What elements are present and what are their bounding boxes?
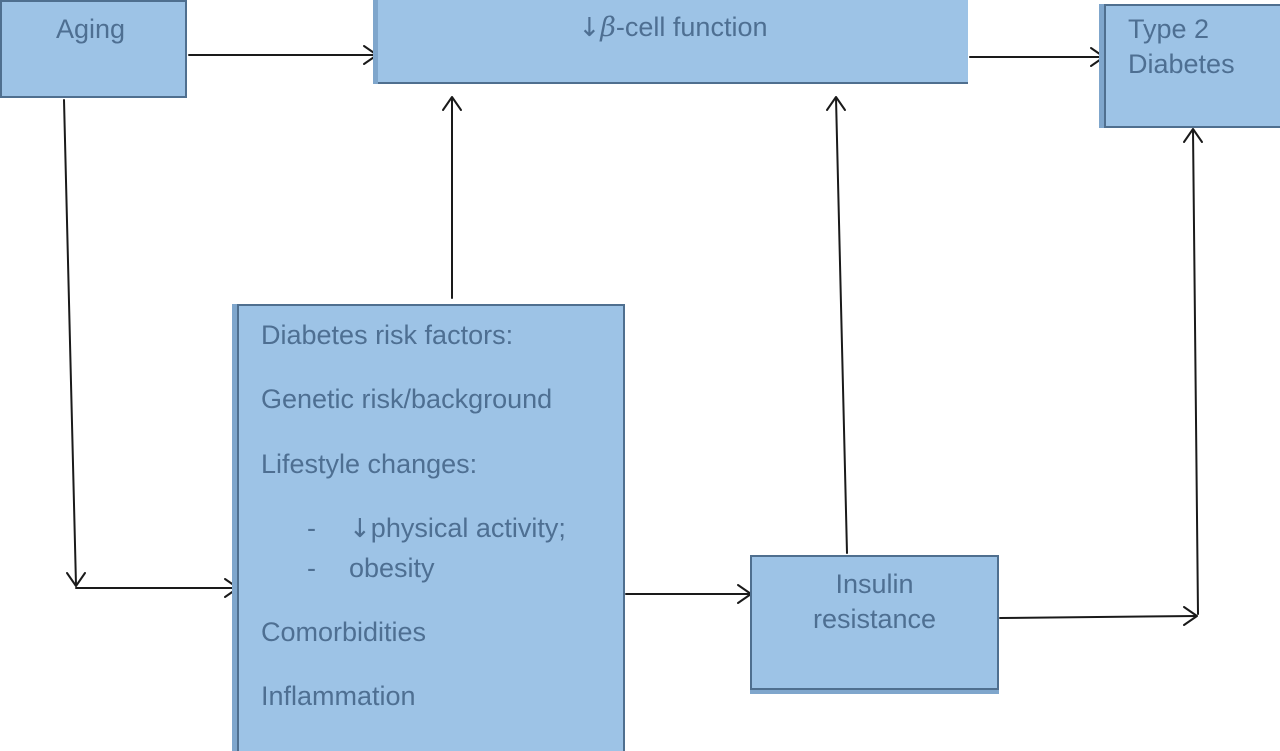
node-beta-cell-label: -cell function — [615, 12, 768, 42]
down-arrow-icon: ↓ — [349, 514, 371, 544]
node-type2-line1: Type 2 — [1128, 14, 1210, 44]
arrow-aging-to-risk-factors — [75, 578, 239, 598]
node-beta-cell-function: ↓β-cell function — [378, 0, 968, 84]
arrow-aging-down — [63, 99, 86, 587]
sub-item-dash: - — [307, 513, 316, 543]
risk-genetic: Genetic risk/background — [261, 384, 553, 414]
risk-inflammation: Inflammation — [261, 681, 416, 711]
arrow-beta-cell-to-type2 — [969, 47, 1105, 67]
arrow-up-to-type2 — [1183, 128, 1203, 615]
sub-item-text: obesity — [349, 553, 435, 583]
arrow-aging-to-beta-cell — [188, 45, 378, 65]
risk-comorbidities: Comorbidities — [261, 617, 427, 647]
arrow-risk-factors-to-insulin — [625, 584, 752, 604]
node-type2-line2: Diabetes — [1128, 49, 1235, 80]
node-insulin-line1: Insulin — [835, 569, 914, 599]
arrow-risk-factors-to-beta-cell — [442, 96, 462, 299]
node-insulin-line2: resistance — [812, 604, 937, 635]
node-insulin-resistance: Insulin resistance — [750, 555, 999, 690]
sub-item-content: ↓physical activity; — [349, 511, 566, 547]
sub-item-text: physical activity; — [370, 513, 566, 543]
node-diabetes-risk-factors: Diabetes risk factors: Genetic risk/back… — [237, 304, 625, 751]
node-aging-label: Aging — [56, 14, 126, 44]
beta-symbol: β — [600, 12, 616, 43]
node-type2-diabetes: Type 2 Diabetes — [1104, 4, 1280, 128]
risk-factors-title: Diabetes risk factors: — [261, 320, 514, 350]
arrow-insulin-to-beta-cell — [826, 96, 848, 554]
node-aging: Aging — [0, 0, 187, 98]
risk-lifestyle: Lifestyle changes: — [261, 449, 478, 479]
sub-item-dash: - — [307, 553, 316, 583]
arrow-insulin-right — [999, 606, 1198, 626]
down-arrow-icon: ↓ — [578, 13, 601, 43]
